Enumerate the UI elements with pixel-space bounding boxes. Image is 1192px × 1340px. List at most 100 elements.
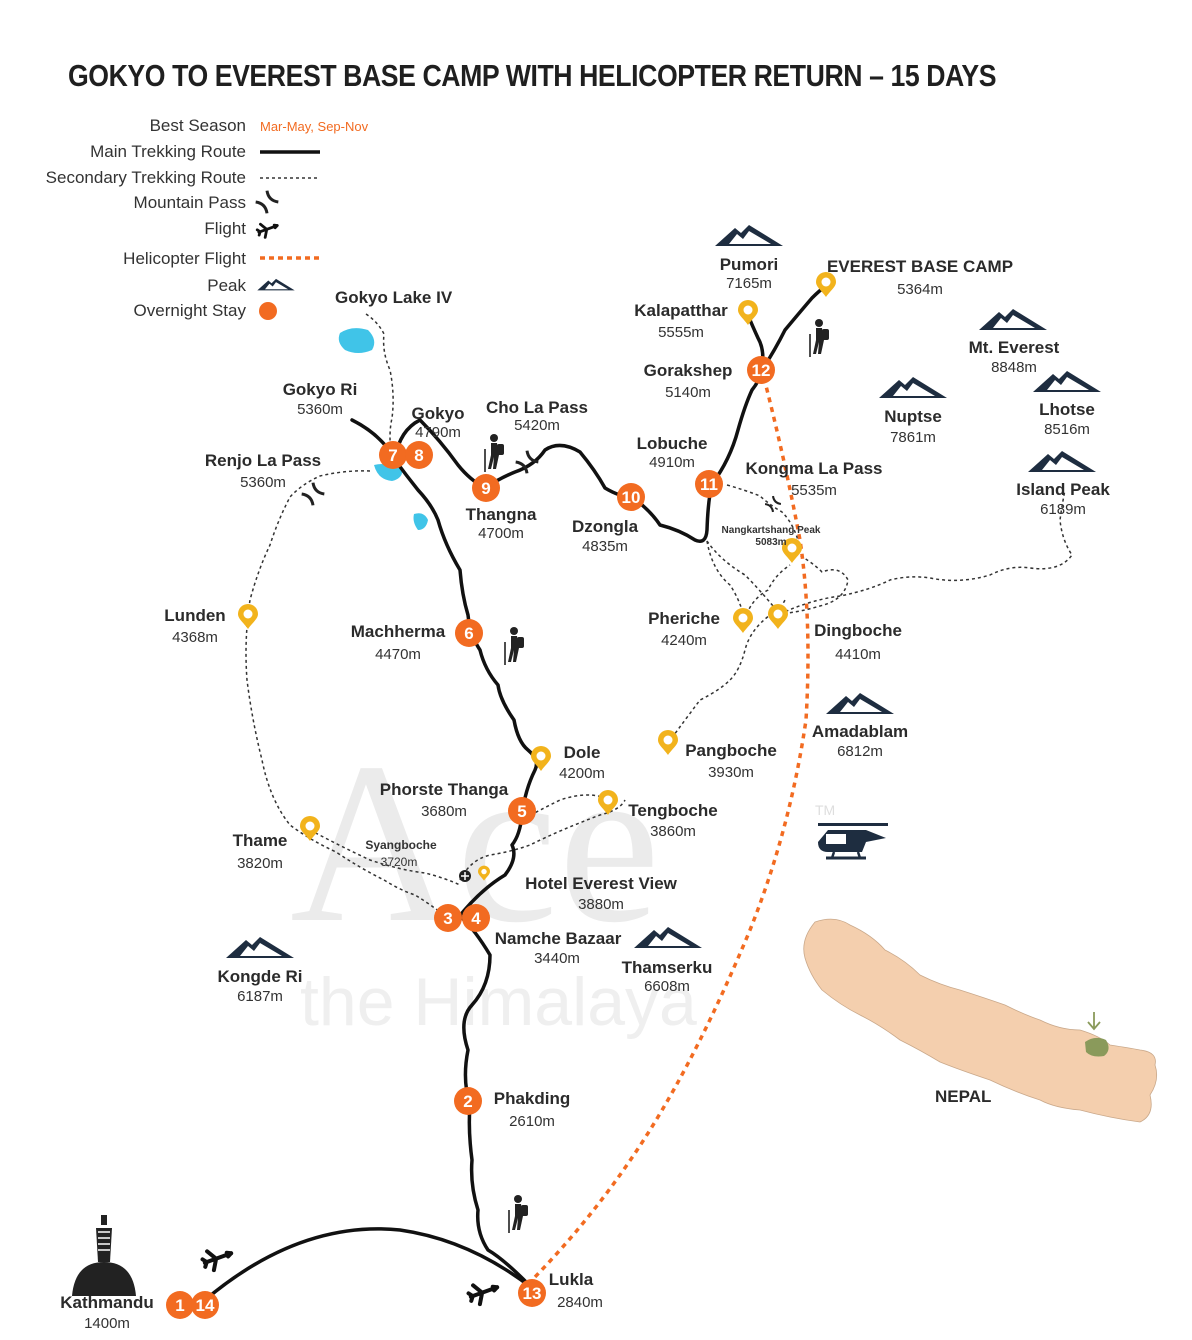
island-peak-label: Island Peak [1016, 480, 1110, 499]
region-arrow-icon [1087, 1012, 1101, 1031]
thamserku-elevation: 6608m [644, 978, 690, 995]
helicopter-icon [818, 823, 888, 860]
pangboche-elevation: 3930m [708, 764, 754, 781]
lhotse-label: Lhotse [1039, 400, 1095, 419]
dingboche-marker-icon [768, 604, 788, 629]
legend-overnight-icon [259, 302, 277, 320]
stop-3-label: 3 [443, 909, 452, 928]
phorste-thanga-elevation: 3680m [421, 803, 467, 820]
kathmandu-label: Kathmandu [60, 1293, 154, 1312]
gokyo-label: Gokyo [412, 404, 465, 423]
stop-2-label: 2 [463, 1092, 472, 1111]
tengboche-elevation: 3860m [650, 823, 696, 840]
nangkartshang-elevation: 5083m [755, 537, 786, 548]
stupa-icon [72, 1215, 136, 1296]
gorakshep-elevation: 5140m [665, 384, 711, 401]
inset-country-label: NEPAL [935, 1087, 991, 1106]
phorste-thanga-label: Phorste Thanga [380, 780, 509, 799]
legend-main-route-label: Main Trekking Route [90, 142, 246, 161]
hiker-icon [809, 318, 830, 358]
machherma-elevation: 4470m [375, 646, 421, 663]
kalapatthar-label: Kalapatthar [634, 301, 728, 320]
gokyo-lake-label: Gokyo Lake IV [335, 288, 453, 307]
stop-5-label: 5 [517, 802, 526, 821]
pheriche-elevation: 4240m [661, 632, 707, 649]
thame-elevation: 3820m [237, 855, 283, 872]
amadablam-elevation: 6812m [837, 743, 883, 760]
lukla-elevation: 2840m [557, 1294, 603, 1311]
thame-label: Thame [233, 831, 288, 850]
legend-peak-icon [257, 278, 295, 291]
stop-10-label: 10 [622, 488, 641, 507]
dole-label: Dole [564, 743, 601, 762]
dingboche-elevation: 4410m [835, 646, 881, 663]
lobuche-elevation: 4910m [649, 454, 695, 471]
stop-12-label: 12 [752, 361, 771, 380]
pumori-label: Pumori [720, 255, 779, 274]
khumbu-region-marker [1085, 1037, 1109, 1057]
everest-label: Mt. Everest [969, 338, 1060, 357]
gokyo-lake-iv-water [338, 328, 375, 353]
place-labels: Gokyo Lake IV Gokyo Ri 5360m Gokyo 4790m… [60, 255, 1110, 1332]
dzongla-label: Dzongla [572, 517, 639, 536]
island-peak-icon [1028, 451, 1096, 472]
stop-8-label: 8 [414, 446, 423, 465]
legend-secondary-route-label: Secondary Trekking Route [45, 168, 246, 187]
pumori-elevation: 7165m [726, 275, 772, 292]
legend-mountain-pass-label: Mountain Pass [133, 193, 246, 212]
airport-icon [459, 870, 471, 882]
renjo-la-elevation: 5360m [240, 474, 286, 491]
nepal-inset-map [803, 918, 1158, 1123]
stop-4-label: 4 [471, 909, 481, 928]
hiker-icon [484, 433, 505, 473]
lobuche-label: Lobuche [637, 434, 708, 453]
stop-13-label: 13 [523, 1284, 542, 1303]
stop-1-label: 1 [175, 1296, 184, 1315]
machherma-label: Machherma [351, 622, 446, 641]
flight-plane-icon [464, 1275, 503, 1309]
pangboche-marker-icon [658, 730, 678, 755]
legend-peak-label: Peak [207, 276, 246, 295]
namche-elevation: 3440m [534, 950, 580, 967]
pangboche-label: Pangboche [685, 741, 777, 760]
renjo-la-label: Renjo La Pass [205, 451, 321, 470]
lhotse-elevation: 8516m [1044, 421, 1090, 438]
kongde-ri-elevation: 6187m [237, 988, 283, 1005]
lhotse-peak-icon [1033, 371, 1101, 392]
gokyo-elevation: 4790m [415, 424, 461, 441]
legend-flight-label: Flight [204, 219, 246, 238]
pheriche-label: Pheriche [648, 609, 720, 628]
syangboche-elevation: 3720m [381, 855, 418, 869]
legend-best-season-label: Best Season [149, 116, 246, 135]
hotel-everest-view-label: Hotel Everest View [525, 874, 678, 893]
dole-elevation: 4200m [559, 765, 605, 782]
island-peak-elevation: 6189m [1040, 501, 1086, 518]
ebc-label: EVEREST BASE CAMP [827, 257, 1013, 276]
lunden-elevation: 4368m [172, 629, 218, 646]
cho-la-elevation: 5420m [514, 417, 560, 434]
amadablam-peak-icon [826, 693, 894, 714]
pumori-peak-icon [715, 225, 783, 246]
hotel-everest-view-elevation: 3880m [578, 896, 624, 913]
kongma-la-elevation: 5535m [791, 482, 837, 499]
kongde-ri-label: Kongde Ri [218, 967, 303, 986]
overnight-stop-badges: 1 14 2 3 4 5 6 7 8 9 10 11 12 13 [166, 356, 775, 1319]
helicopter-route [532, 377, 810, 1280]
everest-elevation: 8848m [991, 359, 1037, 376]
kathmandu-elevation: 1400m [84, 1315, 130, 1332]
kalapatthar-elevation: 5555m [658, 324, 704, 341]
thangna-elevation: 4700m [478, 525, 524, 542]
small-lake-water [413, 513, 428, 530]
legend-mountain-pass-icon [254, 189, 280, 215]
gorakshep-label: Gorakshep [644, 361, 733, 380]
nangkartshang-label: Nangkartshang Peak [722, 525, 821, 536]
amadablam-label: Amadablam [812, 722, 908, 741]
lunden-label: Lunden [164, 606, 225, 625]
dzongla-elevation: 4835m [582, 538, 628, 555]
namche-label: Namche Bazaar [495, 929, 622, 948]
kongde-ri-peak-icon [226, 937, 294, 958]
phakding-elevation: 2610m [509, 1113, 555, 1130]
kongma-la-pass-icon [764, 495, 782, 513]
stop-9-label: 9 [481, 479, 490, 498]
